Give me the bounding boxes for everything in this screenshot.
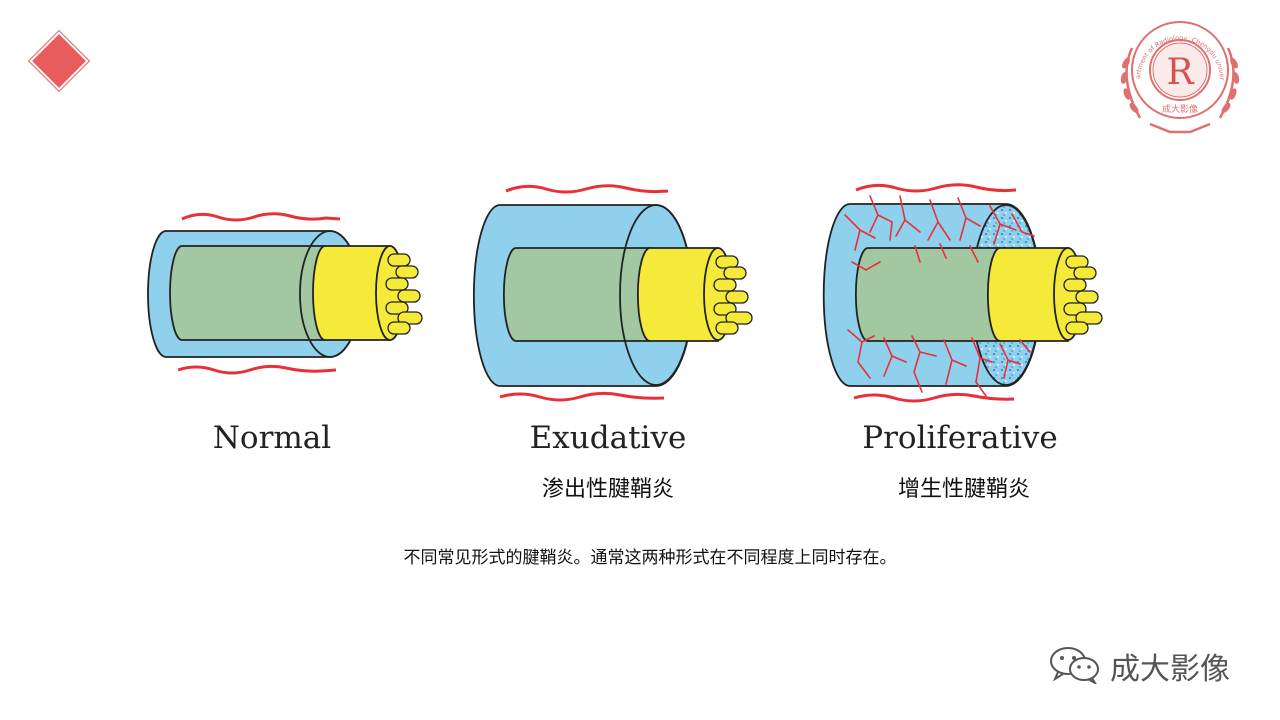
university-logo-icon: R Department of Radiology, Chengdu unive…	[1110, 8, 1240, 134]
label-normal: Normal	[212, 420, 332, 456]
svg-text:R: R	[1166, 52, 1194, 93]
diamond-icon	[32, 34, 86, 88]
label-exudative-cn: 渗出性腱鞘炎	[541, 477, 674, 502]
watermark-text: 成大影像	[1110, 652, 1230, 687]
label-proliferative: Proliferative	[862, 420, 1058, 456]
exudative-tendon-illustration	[472, 184, 753, 402]
figure-caption: 不同常见形式的腱鞘炎。通常这两种形式在不同程度上同时存在。	[403, 548, 897, 568]
svg-text:成大影像: 成大影像	[1162, 103, 1198, 115]
label-proliferative-cn: 增生性腱鞘炎	[897, 477, 1030, 502]
normal-tendon-illustration	[147, 212, 423, 375]
tenosynovitis-diagram	[147, 183, 1103, 403]
wechat-icon	[1050, 647, 1099, 684]
label-exudative: Exudative	[529, 420, 687, 456]
proliferative-tendon-illustration	[822, 183, 1103, 403]
